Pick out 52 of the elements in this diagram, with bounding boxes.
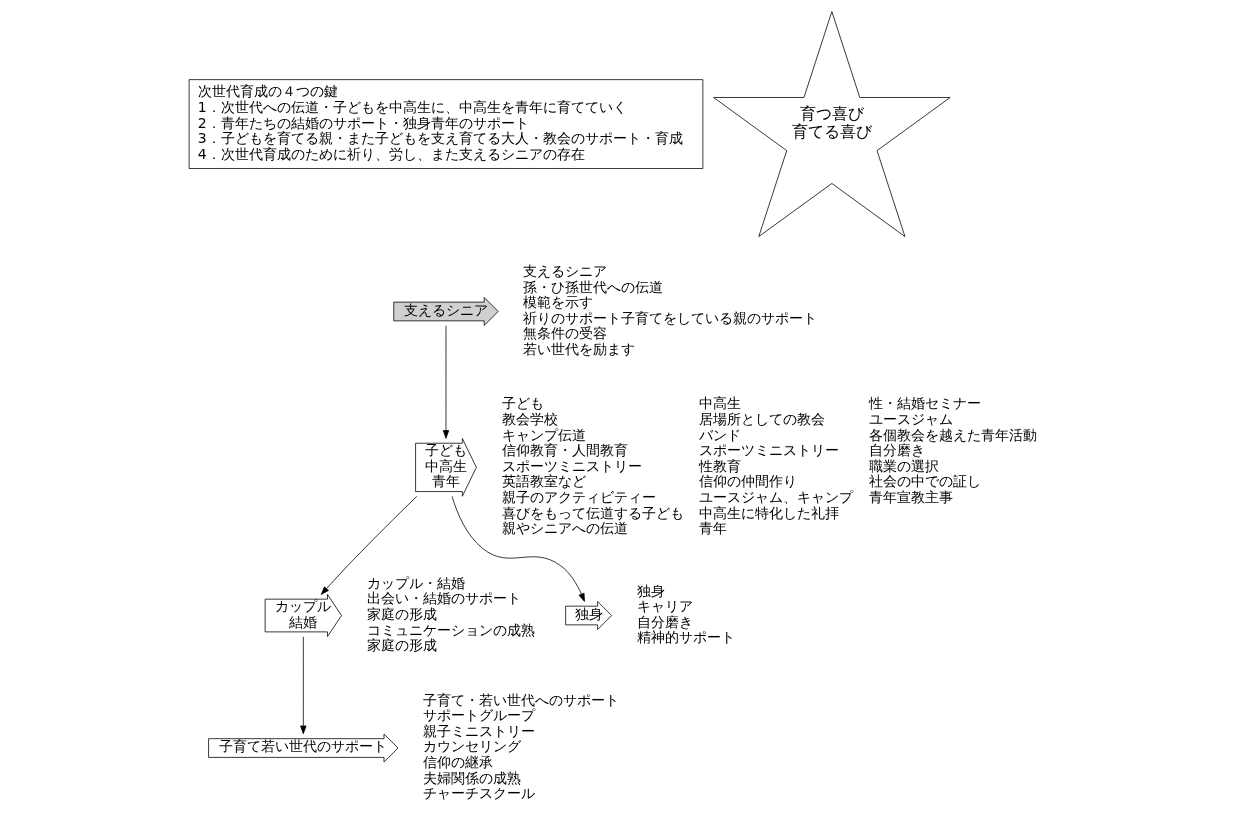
arrow xyxy=(300,636,307,735)
node-label: 若い世代を励ます xyxy=(523,340,636,357)
node-label: 中高生に特化した礼拝 xyxy=(699,504,840,521)
node-label: ユースジャム、キャンプ xyxy=(699,489,854,506)
node-label: 信仰教育・人間教育 xyxy=(502,442,629,459)
node-label: 家庭の形成 xyxy=(367,637,438,654)
node-label: スポーツミニストリー xyxy=(699,442,840,459)
node-label: 中高生 xyxy=(699,395,742,412)
node-label: サポートグループ xyxy=(423,707,536,724)
node-label: 親子のアクティビティー xyxy=(502,489,657,506)
node-label: 独身 xyxy=(636,582,665,599)
node-label: 祈りのサポート子育てをしている親のサポート xyxy=(523,309,818,326)
node-label: 青年 xyxy=(699,520,728,537)
node-label: 孫・ひ孫世代への伝道 xyxy=(523,278,664,295)
node-label: 子育て・若い世代へのサポート xyxy=(423,691,620,708)
node-label: 信仰の継承 xyxy=(423,754,494,771)
arrow xyxy=(451,495,585,602)
node-label: 青年宣教主事 xyxy=(868,489,953,506)
node-label: 居場所としての教会 xyxy=(699,411,826,428)
node-label: キャンプ伝道 xyxy=(502,426,587,443)
arrow xyxy=(442,325,450,439)
node-label: コミュニケーションの成熟 xyxy=(367,621,536,638)
node-label: 模範を示す xyxy=(523,294,594,311)
node-label: キャリア xyxy=(636,598,693,615)
node-label: 性教育 xyxy=(699,457,742,474)
node-label: 自分磨き xyxy=(636,613,693,630)
node-label: カウンセリング xyxy=(423,738,522,755)
node-label: カップル・結婚 xyxy=(367,574,466,591)
node-label: チャーチスクール xyxy=(423,785,536,802)
node-label: 家庭の形成 xyxy=(367,605,438,622)
node-label: 教会学校 xyxy=(502,411,559,428)
node-label: 精神的サポート xyxy=(636,629,735,646)
node-label: 親子ミニストリー xyxy=(423,722,536,739)
node-label: ユースジャム xyxy=(868,411,953,428)
node-label: 信仰の仲間作り xyxy=(699,473,798,490)
node-label: 親やシニアへの伝道 xyxy=(502,520,629,537)
node-box: 次世代育成の４つの鍵 1．次世代への伝道・子どもを中高生に、中高生を青年に育てていく 2．青年たちの結婚のサポート・独身青年のサポート 3．子どもを育てる親・また子どもを支え育てる大人・教会のサポート・育成 4．次世代育成のために祈り、労し、また支えるシニアの存在 xyxy=(188,79,704,169)
node-label: バンド xyxy=(699,426,742,443)
node-label: 性・結婚セミナー xyxy=(868,395,981,412)
node-label: 喜びをもって伝道する子ども xyxy=(502,504,685,521)
node-label: 自分磨き xyxy=(868,442,925,459)
node-label: スポーツミニストリー xyxy=(502,457,643,474)
node-label: 職業の選択 xyxy=(868,457,939,474)
node-label: 無条件の受容 xyxy=(523,325,608,342)
node-label: 各個教会を越えた青年活動 xyxy=(868,426,1037,443)
node-label: 夫婦関係の成熟 xyxy=(423,769,522,786)
arrow xyxy=(320,495,418,595)
node-label: 英語教室など xyxy=(502,473,587,490)
node-label: 支えるシニア xyxy=(523,262,608,279)
node-label: 出会い・結婚のサポート xyxy=(367,590,522,607)
node-label: 社会の中での証し xyxy=(868,473,981,490)
node-label: 子ども xyxy=(502,395,545,412)
